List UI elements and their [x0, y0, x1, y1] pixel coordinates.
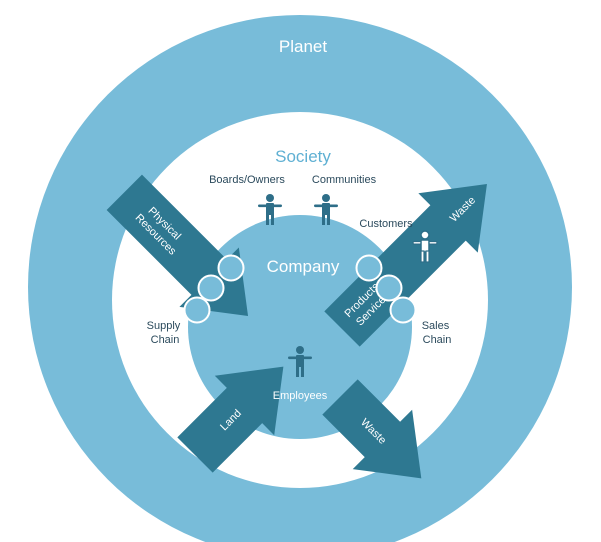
boards-owners-label: Boards/Owners	[209, 174, 285, 186]
society-label: Society	[275, 147, 331, 166]
employees-label: Employees	[273, 390, 328, 402]
connector-circle	[183, 296, 211, 324]
company-label: Company	[267, 257, 340, 276]
supply-chain-connectors	[183, 254, 245, 324]
sales-chain-label: Sales Chain	[422, 320, 453, 346]
connector-circle	[375, 274, 403, 302]
connector-circle	[355, 254, 383, 282]
sales-chain-connectors	[355, 254, 417, 324]
customers-label: Customers	[359, 218, 413, 230]
communities-label: Communities	[312, 174, 377, 186]
land-arrow: Land	[177, 366, 284, 473]
connector-circle	[197, 274, 225, 302]
supply-chain-label: Supply Chain	[147, 320, 184, 346]
planet-label: Planet	[279, 37, 327, 56]
connector-circle	[217, 254, 245, 282]
connector-circle	[389, 296, 417, 324]
waste-bottom-arrow: Waste	[322, 379, 422, 479]
